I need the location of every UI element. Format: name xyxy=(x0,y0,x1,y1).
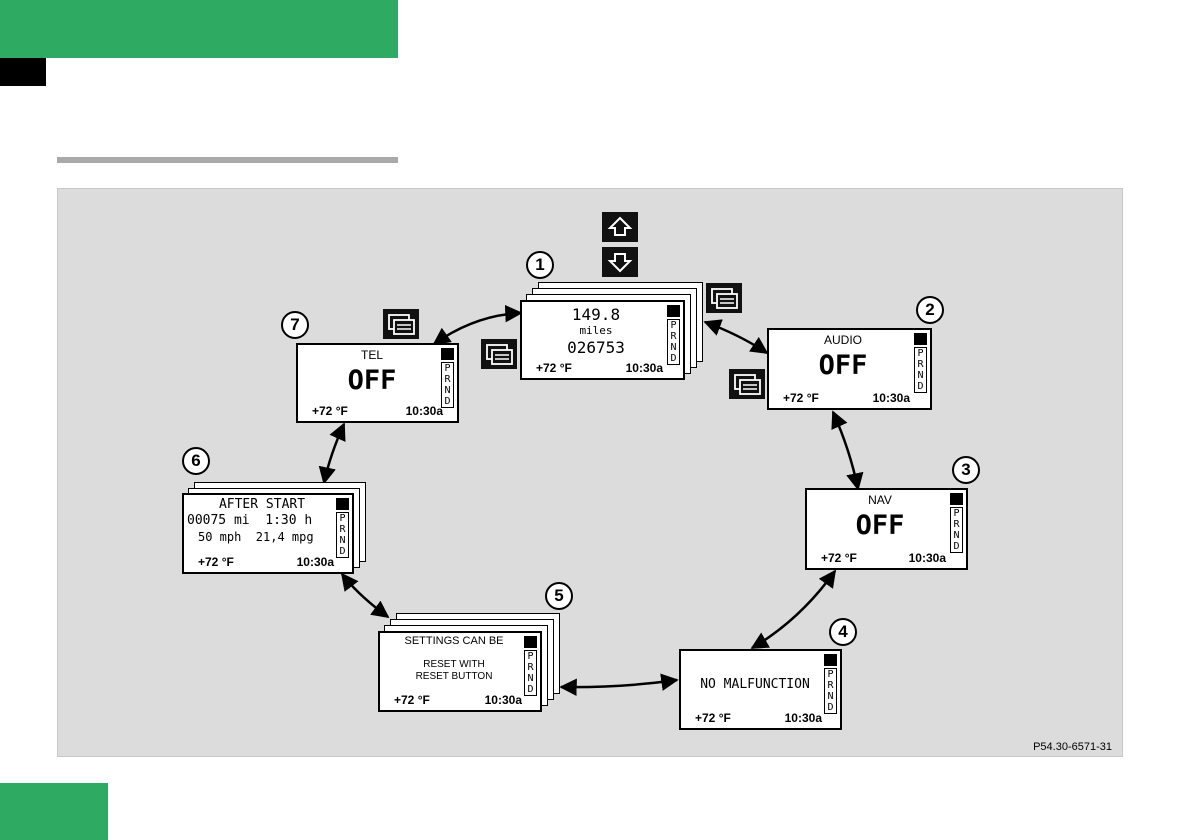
outside-temperature: +72 °F xyxy=(394,693,430,707)
outside-temperature: +72 °F xyxy=(536,361,572,375)
figure-code: P54.30-6571-31 xyxy=(1033,741,1112,753)
callout-number: 7 xyxy=(281,311,309,339)
menu-pages-icon xyxy=(729,369,765,399)
callout-number: 2 xyxy=(916,296,944,324)
outside-temperature: +72 °F xyxy=(783,391,819,405)
outside-temperature: +72 °F xyxy=(695,711,731,725)
navigation-status: OFF xyxy=(855,510,905,541)
settings-line-1: SETTINGS CAN BE xyxy=(404,635,504,647)
trip-distance-time: 00075 mi 1:30 h xyxy=(187,513,313,528)
arrow-up-button-icon xyxy=(602,212,638,242)
outside-temperature: +72 °F xyxy=(821,551,857,565)
settings-line-2: RESET WITH xyxy=(423,659,485,670)
display-settings-reset: SETTINGS CAN BE RESET WITH RESET BUTTON … xyxy=(378,613,560,712)
outside-temperature: +72 °F xyxy=(198,555,234,569)
arrow-4-to-5 xyxy=(559,673,679,697)
page-tab-marker xyxy=(0,58,46,86)
clock-time: 10:30a xyxy=(405,404,443,418)
trip-unit: miles xyxy=(579,324,613,337)
display-title: NAV xyxy=(868,493,892,507)
illustration-panel xyxy=(57,188,1123,757)
callout-number: 3 xyxy=(952,456,980,484)
display-title: AFTER START xyxy=(218,497,306,512)
callout-number: 4 xyxy=(829,618,857,646)
clock-time: 10:30a xyxy=(872,391,910,405)
callout-number: 6 xyxy=(182,447,210,475)
arrow-2-to-3 xyxy=(831,410,864,491)
arrow-1-to-2 xyxy=(703,319,769,355)
telephone-status: OFF xyxy=(347,365,397,396)
outside-temperature: +72 °F xyxy=(312,404,348,418)
clock-time: 10:30a xyxy=(908,551,946,565)
odometer-total: 026753 xyxy=(567,338,625,357)
arrow-3-to-4 xyxy=(750,569,837,650)
malfunction-message: NO MALFUNCTION xyxy=(700,677,810,692)
arrow-5-to-6 xyxy=(340,572,390,619)
display-title: AUDIO xyxy=(823,333,862,347)
clock-time: 10:30a xyxy=(625,361,663,375)
arrow-down-button-icon xyxy=(602,247,638,277)
menu-pages-icon xyxy=(706,283,742,313)
clock-time: 10:30a xyxy=(296,555,334,569)
clock-time: 10:30a xyxy=(784,711,822,725)
menu-pages-icon xyxy=(383,309,419,339)
footer-bar xyxy=(0,783,108,840)
display-title: TEL xyxy=(360,348,383,362)
callout-number: 1 xyxy=(526,251,554,279)
header-bar xyxy=(0,0,398,58)
menu-pages-icon xyxy=(481,339,517,369)
section-rule xyxy=(57,157,398,163)
trip-speed-consumption: 50 mph 21,4 mpg xyxy=(198,530,314,544)
settings-line-3: RESET BUTTON xyxy=(415,671,493,682)
clock-time: 10:30a xyxy=(484,693,522,707)
audio-status: OFF xyxy=(818,350,868,381)
callout-number: 5 xyxy=(545,582,573,610)
trip-distance: 149.8 xyxy=(571,305,621,324)
arrow-7-to-1 xyxy=(432,304,523,346)
display-trip-computer: AFTER START 00075 mi 1:30 h 50 mph 21,4 … xyxy=(182,482,372,574)
arrow-6-to-7 xyxy=(318,422,346,485)
